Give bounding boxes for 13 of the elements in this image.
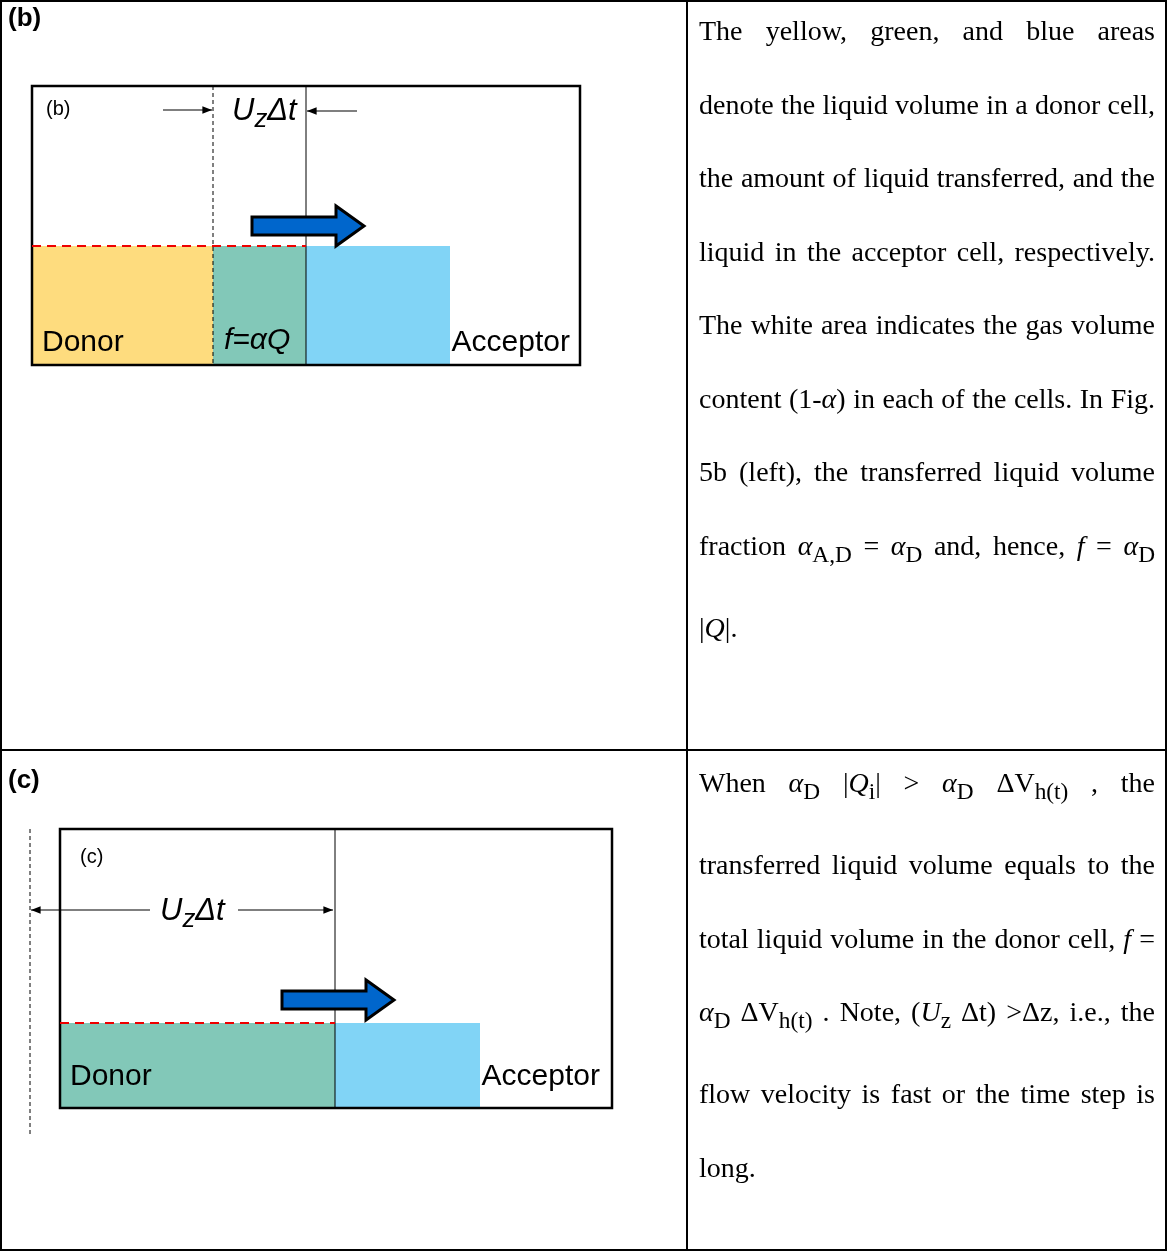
panel-label: (b): [46, 98, 71, 118]
panel-label: (c): [80, 846, 104, 866]
panel-heading: (b): [8, 4, 42, 30]
region-label: Donor: [70, 1060, 152, 1090]
dimension-label: U$_{z}$Δt: [160, 894, 225, 932]
dimension-label: U$_{z}$Δt: [232, 94, 297, 132]
description-text: The yellow, green, and blue areas denote the liquid volume in a donor cell, the amount of liquid transferred, and the liquid in the acceptor cell, respectively. The white area indicates the gas volume content (1-α) in each of the cells. In Fig. 5b (left), the transferred liquid volume fraction α$_{A,D}$ = α$_{D}$ and, hence, f = α$_{D}$ |Q|.: [699, 14, 1155, 645]
region-label: Acceptor: [451, 326, 570, 356]
formula-label: f=αQ: [224, 324, 291, 354]
region-label: Acceptor: [481, 1060, 600, 1090]
panel-heading: (c): [8, 766, 40, 792]
description-text: When α$_{D}$ |Q$_{i}$| > α$_{D}$ ΔV$_{h(t)}$ , the transferred liquid volume equals to the total liquid volume in the donor cell, f = α$_{D}$ ΔV$_{h(t)}$ . Note, (U$_{z}$ Δt) >Δz, i.e., the flow velocity is fast or the time step is long.: [699, 766, 1155, 1185]
region-label: Donor: [42, 326, 124, 356]
